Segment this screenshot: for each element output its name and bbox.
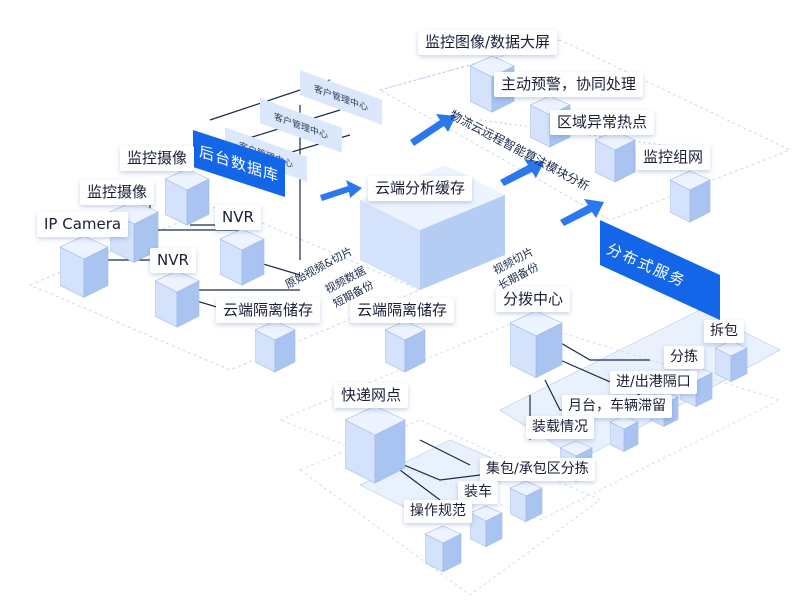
procedure-label: 操作规范 <box>404 500 472 523</box>
loading-label: 装载情况 <box>526 416 594 439</box>
arrow-to-cache <box>320 180 362 201</box>
nvr-label-2: NVR <box>150 248 196 273</box>
platform-label: 月台，车辆滞留 <box>562 395 672 418</box>
truck-cube <box>470 505 503 548</box>
cloud-cache-label: 云端分析缓存 <box>368 176 473 201</box>
network-cube <box>670 170 711 223</box>
platform-cube <box>610 415 639 452</box>
nvr-label-1: NVR <box>215 205 261 230</box>
nvr-cube-1 <box>220 228 265 286</box>
arrow-to-distributed <box>560 199 604 226</box>
network-label: 监控组网 <box>636 145 711 170</box>
gate-label: 进/出港隔口 <box>610 371 697 394</box>
hotspot-cube <box>595 130 636 183</box>
unpack-cube <box>715 340 748 383</box>
monitor-cam-cube-2 <box>165 168 210 226</box>
procedure-cube <box>425 525 462 573</box>
left-platform <box>28 204 422 371</box>
hotspot-label: 区域异常热点 <box>550 110 655 135</box>
ip-camera-label: IP Camera <box>37 212 129 237</box>
cloud-storage-label-1: 云端隔离储存 <box>216 298 321 323</box>
monitor-cam-label-1: 监控摄像 <box>80 180 155 205</box>
bag-sort-cube <box>510 480 543 523</box>
sorting-label: 分拣 <box>664 346 704 369</box>
screen-label: 监控图像/数据大屏 <box>418 30 558 55</box>
cloud-storage-cube-2 <box>385 320 426 373</box>
distributed-bar <box>600 220 720 320</box>
dispatch-cube <box>510 310 563 379</box>
cloud-storage-cube-1 <box>255 320 296 373</box>
top-platform <box>378 39 792 221</box>
express-cube <box>345 405 406 484</box>
truck-label: 装车 <box>458 481 498 504</box>
arrow-to-screen <box>410 114 456 146</box>
dispatch-label: 分拨中心 <box>496 287 571 312</box>
unpack-label: 拆包 <box>704 320 744 343</box>
ip-camera-cube <box>60 235 109 298</box>
warning-label: 主动预警，协同处理 <box>494 72 644 97</box>
nvr-cube-2 <box>155 270 200 328</box>
monitor-cam-label-2: 监控摄像 <box>120 146 195 171</box>
bag-sort-label: 集包/承包区分拣 <box>480 458 595 481</box>
cloud-storage-label-2: 云端隔离储存 <box>350 298 455 323</box>
arrow-to-hotspot <box>500 159 544 186</box>
express-label: 快递网点 <box>334 383 409 408</box>
